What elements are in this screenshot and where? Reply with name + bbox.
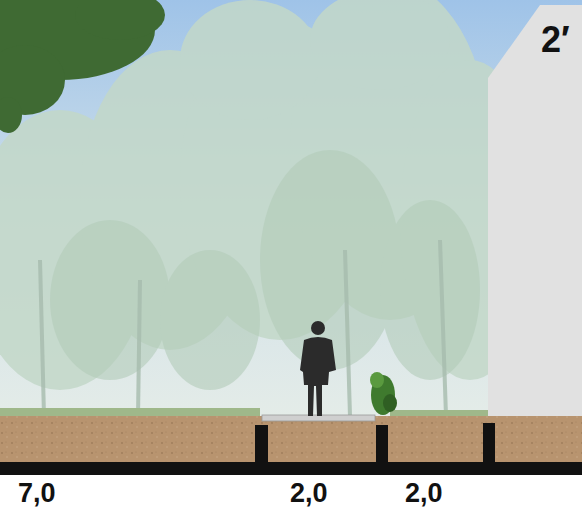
faded-trees-detail [50, 150, 480, 390]
person-silhouette [300, 321, 336, 416]
label-holder: 2,0 [405, 480, 443, 507]
label-holder: 2,0 [290, 480, 328, 507]
dimension-label: 2,0 [290, 480, 328, 507]
dimension-label: 7,0 [18, 480, 56, 507]
foreground-tree-crown [0, 0, 165, 133]
section-number: 2′ [541, 22, 570, 58]
grass [0, 408, 490, 416]
building [488, 5, 582, 418]
soil [0, 416, 582, 463]
shrub [370, 372, 397, 415]
curbs [255, 423, 495, 463]
label-holder: 2′ [541, 22, 570, 58]
dimension-label: 2,0 [405, 480, 443, 507]
tree-trunks [40, 240, 446, 416]
label-holder: 7,0 [18, 480, 56, 507]
base-line [0, 462, 582, 475]
